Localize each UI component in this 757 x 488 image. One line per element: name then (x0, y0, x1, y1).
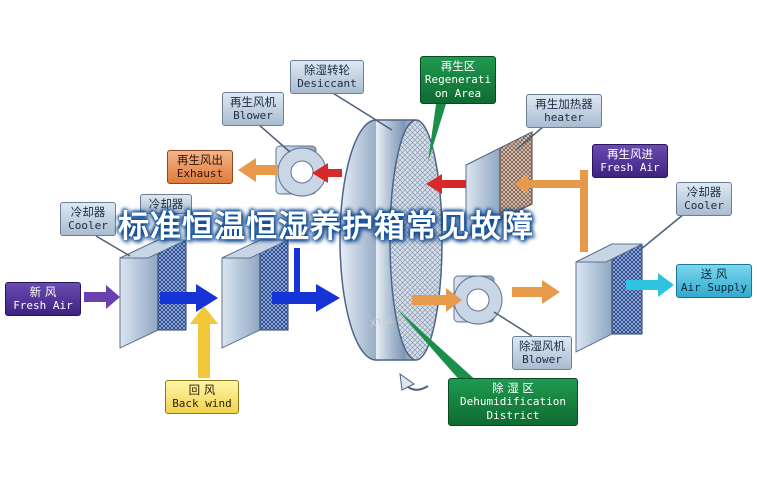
dehum-blower-label-cn: 除湿风机 (519, 339, 565, 353)
regen-blower-label: 再生风机 Blower (222, 92, 284, 126)
cooler-left-label: 冷却器 Cooler (60, 202, 116, 236)
dehum-district-label-en2: District (486, 409, 540, 422)
exhaust-arrow (238, 158, 278, 182)
fresh-air-label: 新 风 Fresh Air (5, 282, 81, 316)
desiccant-wheel (339, 119, 443, 391)
process-air-arrow-2 (272, 248, 340, 312)
regen-fresh-air-label: 再生风进 Fresh Air (592, 144, 668, 178)
cooler-left-unit (119, 239, 187, 349)
back-wind-label-en: Back wind (172, 397, 232, 410)
desiccant-label-cn: 除湿转轮 (304, 63, 350, 77)
air-supply-label-cn: 送 风 (700, 267, 728, 281)
dehum-blower-unit (453, 275, 503, 325)
dehum-district-pointer (396, 308, 480, 392)
back-wind-label-cn: 回 风 (188, 383, 216, 397)
regen-blower-label-en: Blower (233, 109, 273, 122)
overlay-title: 标准恒温恒湿养护箱常见故障 (118, 209, 534, 245)
air-supply-label-en: Air Supply (680, 281, 748, 294)
air-supply-arrow (626, 273, 674, 297)
cooler-mid-label-cn: 冷却器 (148, 197, 184, 211)
cooler-mid-unit (221, 239, 289, 349)
regeneration-area-pointer (428, 104, 446, 162)
dehum-district-label: 除 湿 区 Dehumidification District (448, 378, 578, 426)
dehum-blower-label-en: Blower (522, 353, 562, 366)
cooler-right-unit (575, 243, 643, 353)
fresh-air-label-cn: 新 风 (29, 285, 57, 299)
dry-air-arrow (412, 288, 462, 312)
regen-fresh-air-label-en: Fresh Air (600, 161, 660, 174)
regen-fresh-air-label-cn: 再生风进 (607, 147, 653, 161)
air-supply-label: 送 风 Air Supply (676, 264, 752, 298)
dehum-district-label-cn: 除 湿 区 (492, 381, 534, 395)
blower-to-cooler-arrow (512, 280, 560, 304)
fresh-air-label-en: Fresh Air (13, 299, 73, 312)
cooler-left-label-en: Cooler (68, 219, 108, 232)
cooler-left-label-cn: 冷却器 (70, 205, 106, 219)
regeneration-area-label-cn: 再生区 (440, 59, 476, 73)
regeneration-area-label: 再生区 Regenerati on Area (420, 56, 496, 104)
cooler-right-label-en: Cooler (684, 199, 724, 212)
cooler-right-label-cn: 冷却器 (686, 185, 722, 199)
regen-heater-label-cn: 再生加热器 (535, 97, 593, 111)
regen-heater-unit (465, 131, 533, 238)
desiccant-label: 除湿转轮 Desiccant (290, 60, 364, 94)
wheel-to-blower-arrow (312, 163, 342, 183)
dehum-blower-label: 除湿风机 Blower (512, 336, 572, 370)
regen-heater-label: 再生加热器 heater (526, 94, 602, 128)
regen-blower-unit (275, 145, 327, 197)
back-wind-arrow (190, 306, 218, 378)
exhaust-label-en: Exhaust (176, 167, 224, 180)
exhaust-label-cn: 再生风出 (177, 153, 223, 167)
cooler-mid-label: 冷却器 (140, 194, 192, 214)
regen-heater-label-en: heater (544, 111, 584, 124)
exhaust-label: 再生风出 Exhaust (167, 150, 233, 184)
fresh-air-arrow (84, 285, 120, 309)
process-air-arrow-1 (160, 284, 218, 312)
heated-air-arrow (426, 174, 466, 194)
back-wind-label: 回 风 Back wind (165, 380, 239, 414)
regen-inlet-arrow (514, 170, 588, 252)
regen-blower-label-cn: 再生风机 (230, 95, 276, 109)
regeneration-area-label-en1: Regenerati (424, 73, 492, 86)
dehum-district-label-en1: Dehumidification (460, 395, 566, 408)
desiccant-label-en: Desiccant (297, 77, 357, 90)
cooler-right-label: 冷却器 Cooler (676, 182, 732, 216)
regeneration-area-label-en2: on Area (434, 87, 482, 100)
